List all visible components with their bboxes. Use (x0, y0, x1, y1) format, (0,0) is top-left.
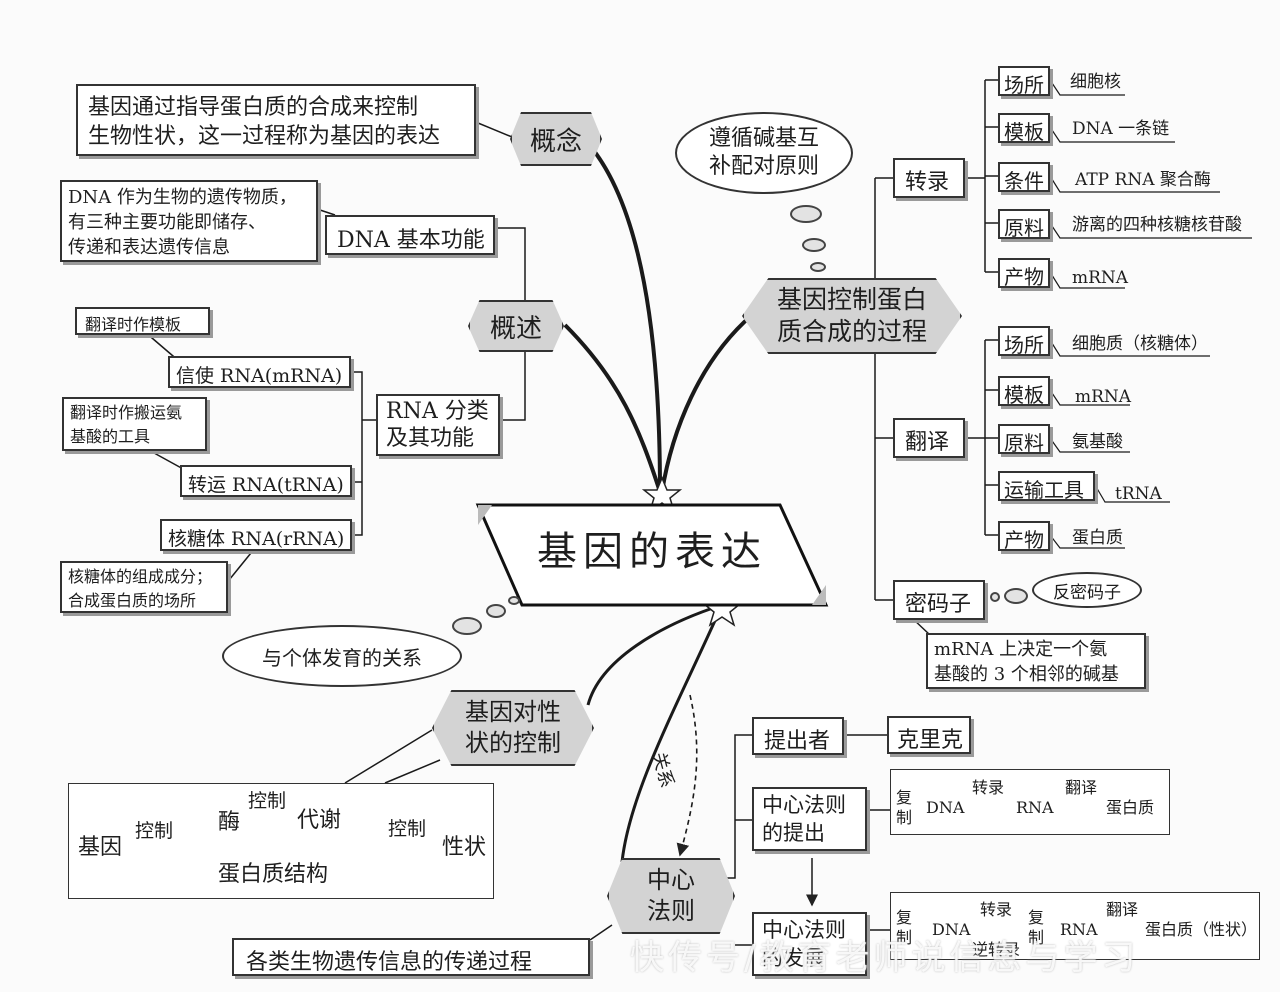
development-label: 中心法则 的发展 (752, 912, 867, 976)
center-title: 基因的表达 (537, 529, 767, 575)
development-reverse: 逆转录 (972, 940, 1021, 959)
development-transcription: 转录 (980, 900, 1013, 919)
transcription-product-value: mRNA (1072, 268, 1129, 288)
anticodon-oval: 反密码子 (1032, 572, 1142, 608)
translation-template-value: mRNA (1075, 387, 1132, 407)
development-replication-2: 复 制 (1028, 908, 1045, 947)
translation-site-key: 场所 (998, 326, 1050, 357)
development-dna: DNA (932, 920, 971, 939)
mrna-note: 翻译时作模板 (75, 307, 210, 335)
rna-classes-label: RNA 分类 及其功能 (376, 394, 500, 456)
rrna-label: 核糖体 RNA(rRNA) (160, 519, 352, 551)
development-relation-oval: 与个体发育的关系 (222, 625, 462, 687)
watermark: 快传号/教育老师说信息与学习 (630, 938, 1140, 978)
development-replication-1: 复 制 (896, 908, 913, 947)
transcription-template-value: DNA 一条链 (1072, 119, 1170, 139)
relation-dashed (676, 694, 698, 857)
star-top (641, 476, 683, 513)
gene-control-hub-label: 基因对性 状的控制 (465, 698, 561, 757)
proposal-protein: 蛋白质 (1106, 798, 1155, 817)
central-dogma-hub-label: 中心 法则 (647, 866, 695, 925)
proposal-replication: 复 制 (896, 788, 913, 827)
translation-product-key: 产物 (998, 521, 1050, 552)
flow-gene: 基因 (78, 835, 123, 860)
branch-process (660, 313, 754, 493)
process-hub-label: 基因控制蛋白 质合成的过程 (776, 285, 927, 346)
branch-concept (583, 138, 662, 493)
development-rna: RNA (1060, 920, 1098, 939)
concept-hub-label: 概念 (529, 126, 582, 157)
branch-overview (563, 323, 662, 493)
process-hub: 基因控制蛋白 质合成的过程 (742, 278, 962, 354)
thought-bubble-2 (802, 238, 826, 252)
rrna-note: 核糖体的组成成分； 合成蛋白质的场所 (60, 561, 228, 613)
translation-product-value: 蛋白质 (1072, 528, 1123, 548)
proposal-label: 中心法则 的提出 (752, 787, 867, 851)
flow-enzyme: 酶 (218, 810, 241, 835)
trna-note: 翻译时作搬运氨 基酸的工具 (62, 397, 207, 451)
codon-bubble-small (990, 592, 1000, 602)
base-pairing-principle: 遵循碱基互 补配对原则 (675, 112, 853, 194)
dna-function-note: DNA 作为生物的遗传物质， 有三种主要功能即储存、 传递和表达遗传信息 (60, 180, 318, 262)
dev-bubble-1 (452, 617, 482, 635)
central-dogma-note: 各类生物遗传信息的传递过程 (232, 938, 590, 976)
dev-bubble-3 (508, 596, 520, 605)
thought-bubble-1 (790, 205, 822, 223)
proposal-translation: 翻译 (1065, 778, 1098, 797)
development-flow-box (890, 892, 1260, 960)
proposal-dna: DNA (926, 798, 965, 817)
codon-bubble-medium (1004, 588, 1028, 604)
codon-label: 密码子 (893, 580, 985, 620)
flow-trait: 性状 (442, 835, 487, 860)
branch-gene-control (586, 603, 723, 706)
proposer-label: 提出者 (752, 717, 844, 755)
proposal-flow-box (890, 769, 1170, 835)
development-protein: 蛋白质（性状） (1145, 920, 1258, 939)
overview-hub: 概述 (468, 300, 564, 352)
transcription-site-key: 场所 (998, 66, 1050, 97)
gene-control-hub: 基因对性 状的控制 (432, 690, 594, 766)
development-translation: 翻译 (1106, 900, 1139, 919)
flow-control-3: 控制 (388, 818, 427, 840)
translation-label: 翻译 (893, 418, 965, 458)
flow-control-2: 控制 (248, 790, 287, 812)
thought-bubble-3 (810, 262, 826, 272)
translation-material-key: 原料 (998, 424, 1050, 455)
translation-material-value: 氨基酸 (1072, 432, 1123, 452)
dev-bubble-2 (486, 604, 506, 618)
flow-metabolism: 代谢 (297, 808, 342, 833)
translation-site-value: 细胞质（核糖体） (1072, 334, 1208, 354)
trna-label: 转运 RNA(tRNA) (180, 465, 352, 497)
transcription-material-value: 游离的四种核糖核苷酸 (1072, 215, 1242, 235)
proposal-rna: RNA (1016, 798, 1054, 817)
proposer-name: 克里克 (887, 716, 971, 754)
transcription-template-key: 模板 (998, 113, 1050, 144)
proposal-transcription: 转录 (972, 778, 1005, 797)
flow-protein-structure: 蛋白质结构 (218, 862, 329, 887)
translation-transport-key: 运输工具 (998, 471, 1095, 502)
transcription-condition-key: 条件 (998, 162, 1050, 193)
gene-control-flow-box (68, 783, 494, 899)
transcription-condition-value: ATP RNA 聚合酶 (1075, 170, 1211, 190)
dna-function-label: DNA 基本功能 (325, 215, 495, 255)
transcription-site-value: 细胞核 (1070, 72, 1121, 92)
central-dogma-hub: 中心 法则 (607, 858, 735, 934)
transcription-label: 转录 (893, 158, 965, 198)
overview-hub-label: 概述 (489, 313, 542, 344)
flow-control-1: 控制 (135, 820, 174, 842)
translation-template-key: 模板 (998, 376, 1050, 407)
concept-definition-box: 基因通过指导蛋白质的合成来控制 生物性状，这一过程称为基因的表达 (76, 84, 476, 156)
mrna-label: 信使 RNA(mRNA) (168, 356, 351, 388)
codon-note: mRNA 上决定一个氨 基酸的 3 个相邻的碱基 (926, 633, 1146, 689)
translation-transport-value: tRNA (1115, 484, 1162, 504)
transcription-product-key: 产物 (998, 258, 1050, 289)
transcription-material-key: 原料 (998, 209, 1050, 240)
concept-hub: 概念 (510, 112, 602, 166)
branch-central-dogma (620, 604, 724, 863)
